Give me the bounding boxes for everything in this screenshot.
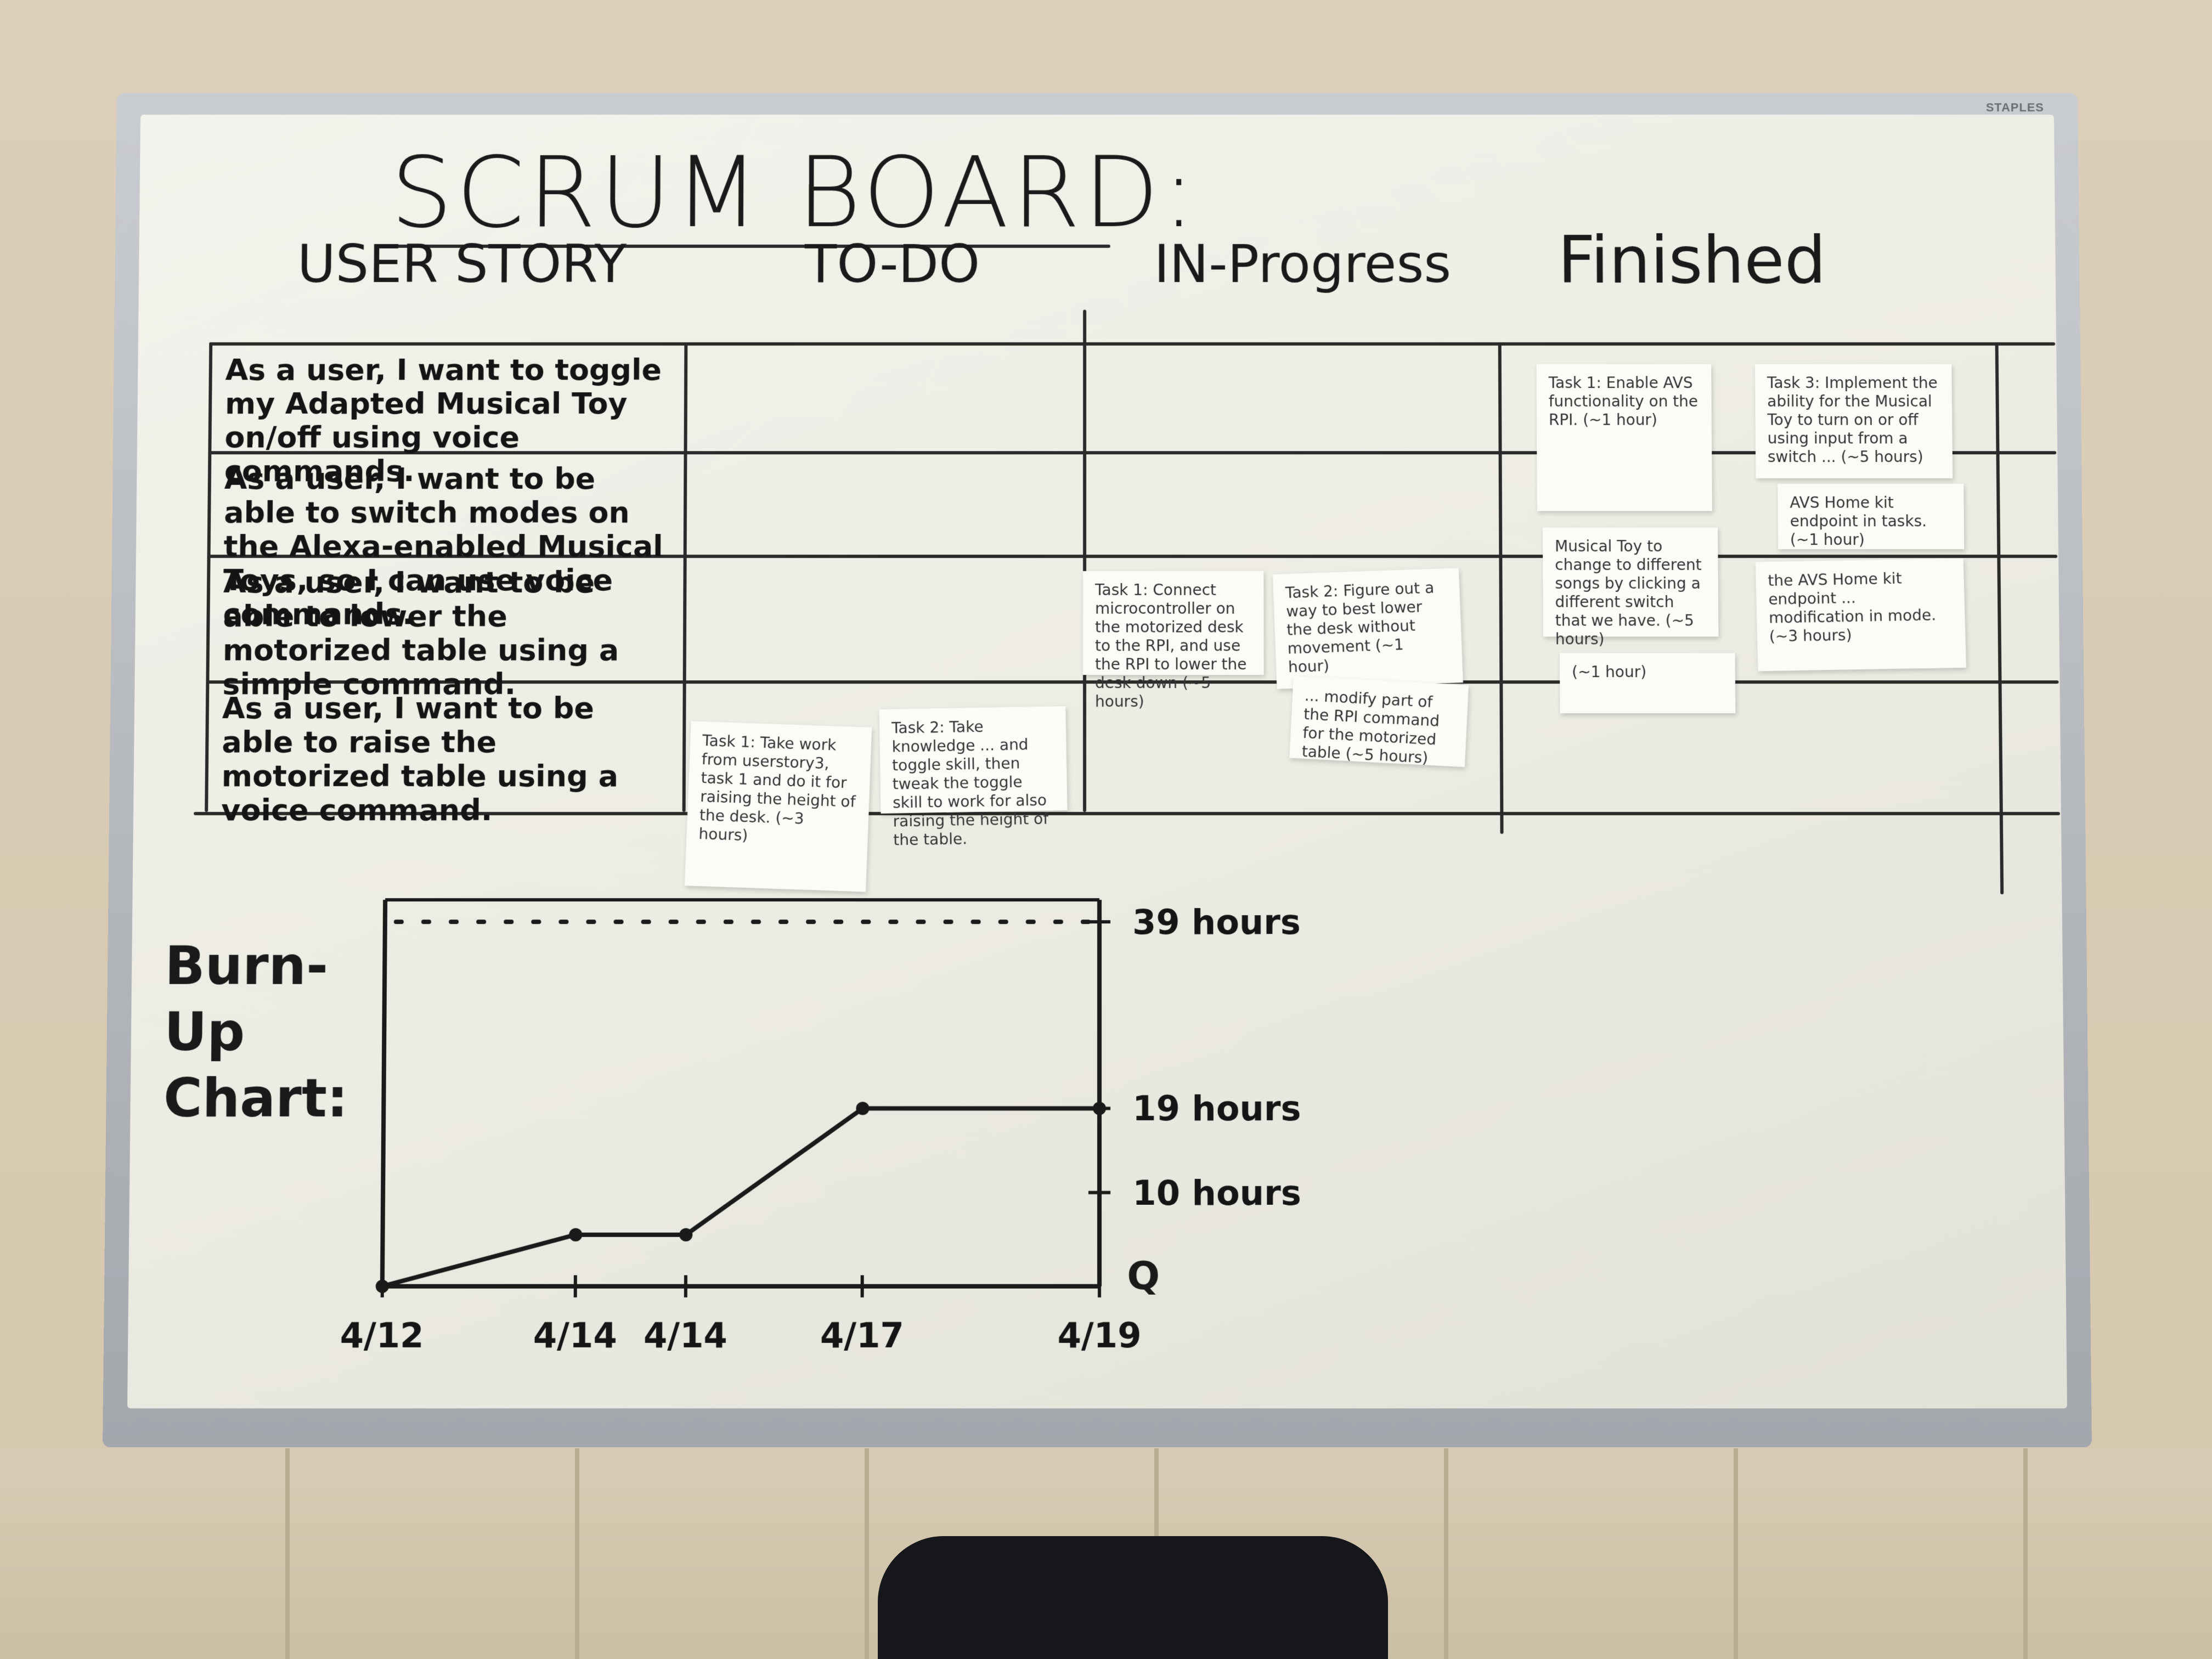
chart-x-tick-label: 4/12 <box>340 1316 424 1356</box>
chart-end-marker: Q <box>1127 1253 1160 1299</box>
whiteboard-frame: STAPLES SCRUM BOARD: USER STORY TO-DO IN… <box>102 93 2092 1448</box>
burn-up-chart: 4/12 4/14 4/14 4/17 4/19 10 hours 19 hours 39 h… <box>340 115 1301 1356</box>
chart-y-tick-label: 10 hours <box>1132 1173 1301 1213</box>
chart-y-tick-label: 19 hours <box>1132 1089 1301 1129</box>
chart-series-line <box>382 1108 1099 1286</box>
chart-data-point <box>856 1102 870 1115</box>
chart-data-point <box>1092 1102 1107 1115</box>
chart-data-point <box>569 1228 583 1242</box>
chart-x-tick-label: 4/17 <box>820 1316 904 1356</box>
chart-y-axis <box>382 900 385 1286</box>
chart-x-tick-label: 4/14 <box>533 1316 617 1356</box>
chart-x-tick-label: 4/19 <box>1058 1316 1142 1356</box>
chart-x-tick-label: 4/14 <box>644 1316 727 1356</box>
whiteboard: SCRUM BOARD: USER STORY TO-DO IN-Progres… <box>127 114 2067 1409</box>
brand-mark: STAPLES <box>1985 100 2044 114</box>
chart-data-point <box>375 1279 389 1293</box>
shoe <box>878 1536 1388 1659</box>
chart-data-point <box>679 1228 693 1242</box>
chart-y-tick-label: 39 hours <box>1132 902 1301 942</box>
